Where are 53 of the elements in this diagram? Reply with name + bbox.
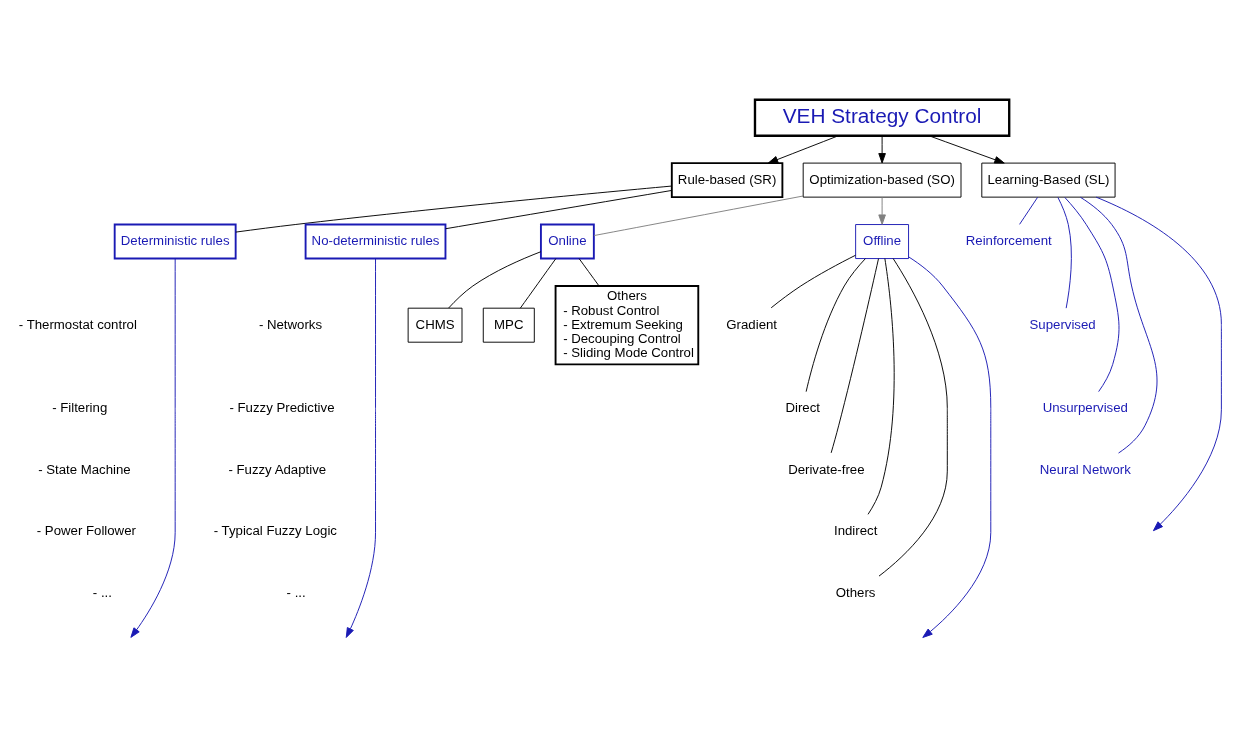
node-text: Indirect	[833, 522, 878, 538]
connector	[445, 189, 673, 229]
connector	[830, 257, 879, 453]
label: - Fuzzy Predictive	[229, 399, 335, 415]
connector	[1064, 196, 1120, 392]
connector	[805, 257, 866, 392]
arrow	[130, 257, 176, 638]
connector	[593, 195, 804, 236]
arrow	[878, 196, 886, 225]
node-box: Learning-Based (SL)	[981, 162, 1116, 198]
arrow	[878, 134, 886, 163]
label: - Thermostat control	[18, 316, 137, 332]
label: - ...	[286, 584, 306, 600]
label: - ...	[92, 584, 112, 600]
arrow	[767, 134, 839, 164]
node-box: Deterministic rules	[113, 223, 237, 259]
connector	[1057, 196, 1072, 309]
node-text: Gradient	[726, 316, 778, 332]
node-box: Online	[539, 223, 595, 259]
node-box: MPC	[482, 307, 535, 343]
node-box: VEH Strategy Control	[753, 98, 1011, 137]
connector	[867, 257, 895, 515]
node-text: Supervised	[1029, 316, 1096, 332]
node-box: Offline	[855, 223, 910, 259]
label: - Networks	[258, 316, 323, 332]
node-text: Others	[835, 584, 876, 600]
label: - Typical Fuzzy Logic	[213, 522, 337, 538]
connector	[770, 254, 856, 308]
connector	[1019, 196, 1039, 225]
node-box: Others - Robust Control - Extremum Seeking - Decouping Control - Sliding Mode Control	[554, 284, 700, 365]
arrow	[928, 134, 1005, 164]
node-text: Reinforcement	[965, 232, 1052, 248]
label: - Filtering	[52, 399, 108, 415]
node-box: No-deterministic rules	[304, 223, 447, 259]
node-box: Rule-based (SR)	[670, 161, 784, 198]
label: - Fuzzy Adaptive	[228, 461, 327, 477]
node-box: CHMS	[407, 307, 463, 343]
connector	[519, 257, 557, 309]
connector	[235, 185, 673, 233]
node-box: Optimization-based (SO)	[802, 162, 962, 198]
arrow	[1095, 196, 1222, 531]
node-text: Direct	[785, 399, 820, 415]
node-text: Derivate-free	[788, 461, 865, 477]
connector	[578, 257, 600, 286]
arrow	[908, 255, 992, 638]
connector	[448, 250, 542, 308]
label: - Power Follower	[36, 522, 136, 538]
node-text: Neural Network	[1039, 461, 1131, 477]
arrow	[345, 257, 376, 638]
connector	[1080, 196, 1158, 454]
node-text: Unsurpervised	[1042, 399, 1128, 415]
connector	[878, 257, 948, 577]
label: - State Machine	[38, 461, 131, 477]
